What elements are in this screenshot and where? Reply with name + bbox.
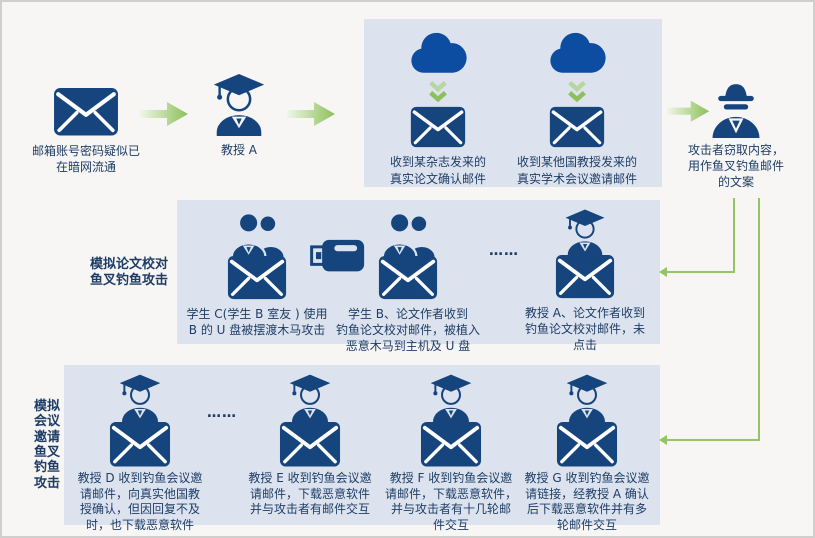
leaked-mail-caption: 邮箱账号密码疑似已 在暗网流通 bbox=[31, 143, 140, 174]
conference-mail-node: 收到某他国教授发来的 真实学术会议邀请邮件 bbox=[502, 32, 652, 187]
student-c-caption: 学生 C(学生 B 室友 ) 使用 B 的 U 盘被摆渡木马攻击 bbox=[186, 306, 328, 338]
mail-icon bbox=[555, 254, 615, 299]
cloud-icon bbox=[546, 32, 608, 75]
connector-arrowhead bbox=[659, 267, 667, 277]
flow-arrow-icon bbox=[667, 98, 711, 124]
professor-d-node: 教授 D 收到钓鱼会议邀 请邮件，向真实他国教 授确认，但因回复不及 时，也下载… bbox=[69, 373, 211, 533]
student-c-node: 学生 C(学生 B 室友 ) 使用 B 的 U 盘被摆渡木马攻击 bbox=[178, 212, 336, 338]
leaked-mail-node: 邮箱账号密码疑似已 在暗网流通 bbox=[20, 87, 152, 175]
attacker-icon bbox=[706, 78, 766, 138]
professor-a-node: 教授 A bbox=[189, 72, 289, 158]
attacker-node: 攻击者窃取内容， 用作鱼叉钓鱼邮件 的文案 bbox=[674, 78, 798, 191]
professor-icon bbox=[426, 373, 476, 425]
mail-icon bbox=[556, 421, 618, 468]
connector-line bbox=[758, 198, 760, 439]
journal-mail-caption: 收到某杂志发来的 真实论文确认邮件 bbox=[389, 155, 486, 186]
journal-mail-node: 收到某杂志发来的 真实论文确认邮件 bbox=[372, 32, 504, 187]
professor-d-caption: 教授 D 收到钓鱼会议邀 请邮件，向真实他国教 授确认，但因回复不及 时，也下载… bbox=[77, 471, 203, 532]
connector-line bbox=[666, 271, 735, 273]
usb-icon bbox=[309, 239, 365, 272]
professor-a-caption: 教授 A bbox=[220, 142, 258, 157]
ellipsis: …… bbox=[207, 405, 237, 421]
cloud-icon bbox=[407, 32, 469, 75]
mail-icon bbox=[53, 87, 119, 137]
professor-icon bbox=[208, 72, 270, 136]
attacker-caption: 攻击者窃取内容， 用作鱼叉钓鱼邮件 的文案 bbox=[687, 143, 784, 190]
professor-icon bbox=[285, 373, 335, 425]
professor-icon bbox=[115, 373, 165, 425]
professor-e-node: 教授 E 收到钓鱼会议邀 请邮件，下载恶意软件 并与攻击者有邮件交互 bbox=[239, 373, 381, 518]
student-b-node: 学生 B、论文作者收到 钓鱼论文校对邮件，被植入 恶意木马到主机及 U 盘 bbox=[320, 212, 496, 354]
professor-icon bbox=[562, 373, 612, 425]
connector-arrowhead bbox=[659, 435, 667, 445]
flow-arrow-icon bbox=[140, 99, 190, 129]
student-b-caption: 学生 B、论文作者收到 钓鱼论文校对邮件，被植入 恶意木马到主机及 U 盘 bbox=[335, 306, 480, 354]
professor-icon bbox=[561, 208, 609, 258]
professor-f-caption: 教授 F 收到钓鱼会议邀 请邮件，下载恶意软件， 并与攻击者有十几轮邮 件交互 bbox=[384, 471, 517, 532]
students-icon bbox=[377, 212, 439, 259]
ellipsis: …… bbox=[489, 243, 519, 259]
professor-a-paper-node: 教授 A、论文作者收到 钓鱼论文校对邮件，未 点击 bbox=[505, 208, 665, 353]
professor-g-caption: 教授 G 收到钓鱼会议邀 请链接，经教授 A 确认 后下载恶意软件并有多 轮邮件… bbox=[524, 471, 650, 532]
connector-line bbox=[733, 198, 735, 273]
mail-icon bbox=[227, 255, 287, 300]
connector-line bbox=[666, 439, 760, 441]
meeting-phishing-label: 模拟 会议 邀请 鱼叉 钓鱼 攻击 bbox=[33, 399, 60, 491]
mail-icon bbox=[279, 421, 341, 468]
mail-icon bbox=[410, 106, 466, 148]
students-icon bbox=[226, 212, 288, 259]
download-icon bbox=[427, 79, 449, 103]
mail-icon bbox=[420, 421, 482, 468]
professor-e-caption: 教授 E 收到钓鱼会议邀 请邮件，下载恶意软件 并与攻击者有邮件交互 bbox=[248, 471, 372, 517]
mail-icon bbox=[378, 255, 438, 300]
paper-phishing-label: 模拟论文校对 鱼叉钓鱼攻击 bbox=[89, 257, 168, 289]
mail-icon bbox=[109, 421, 171, 468]
flow-arrow-icon bbox=[287, 99, 337, 129]
professor-f-node: 教授 F 收到钓鱼会议邀 请邮件，下载恶意软件， 并与攻击者有十几轮邮 件交互 bbox=[377, 373, 525, 533]
download-icon bbox=[566, 79, 588, 103]
conference-mail-caption: 收到某他国教授发来的 真实学术会议邀请邮件 bbox=[516, 155, 637, 186]
professor-a-paper-caption: 教授 A、论文作者收到 钓鱼论文校对邮件，未 点击 bbox=[524, 305, 646, 352]
professor-g-node: 教授 G 收到钓鱼会议邀 请链接，经教授 A 确认 后下载恶意软件并有多 轮邮件… bbox=[513, 373, 661, 533]
mail-icon bbox=[549, 106, 605, 148]
real-emails-panel bbox=[364, 19, 662, 187]
